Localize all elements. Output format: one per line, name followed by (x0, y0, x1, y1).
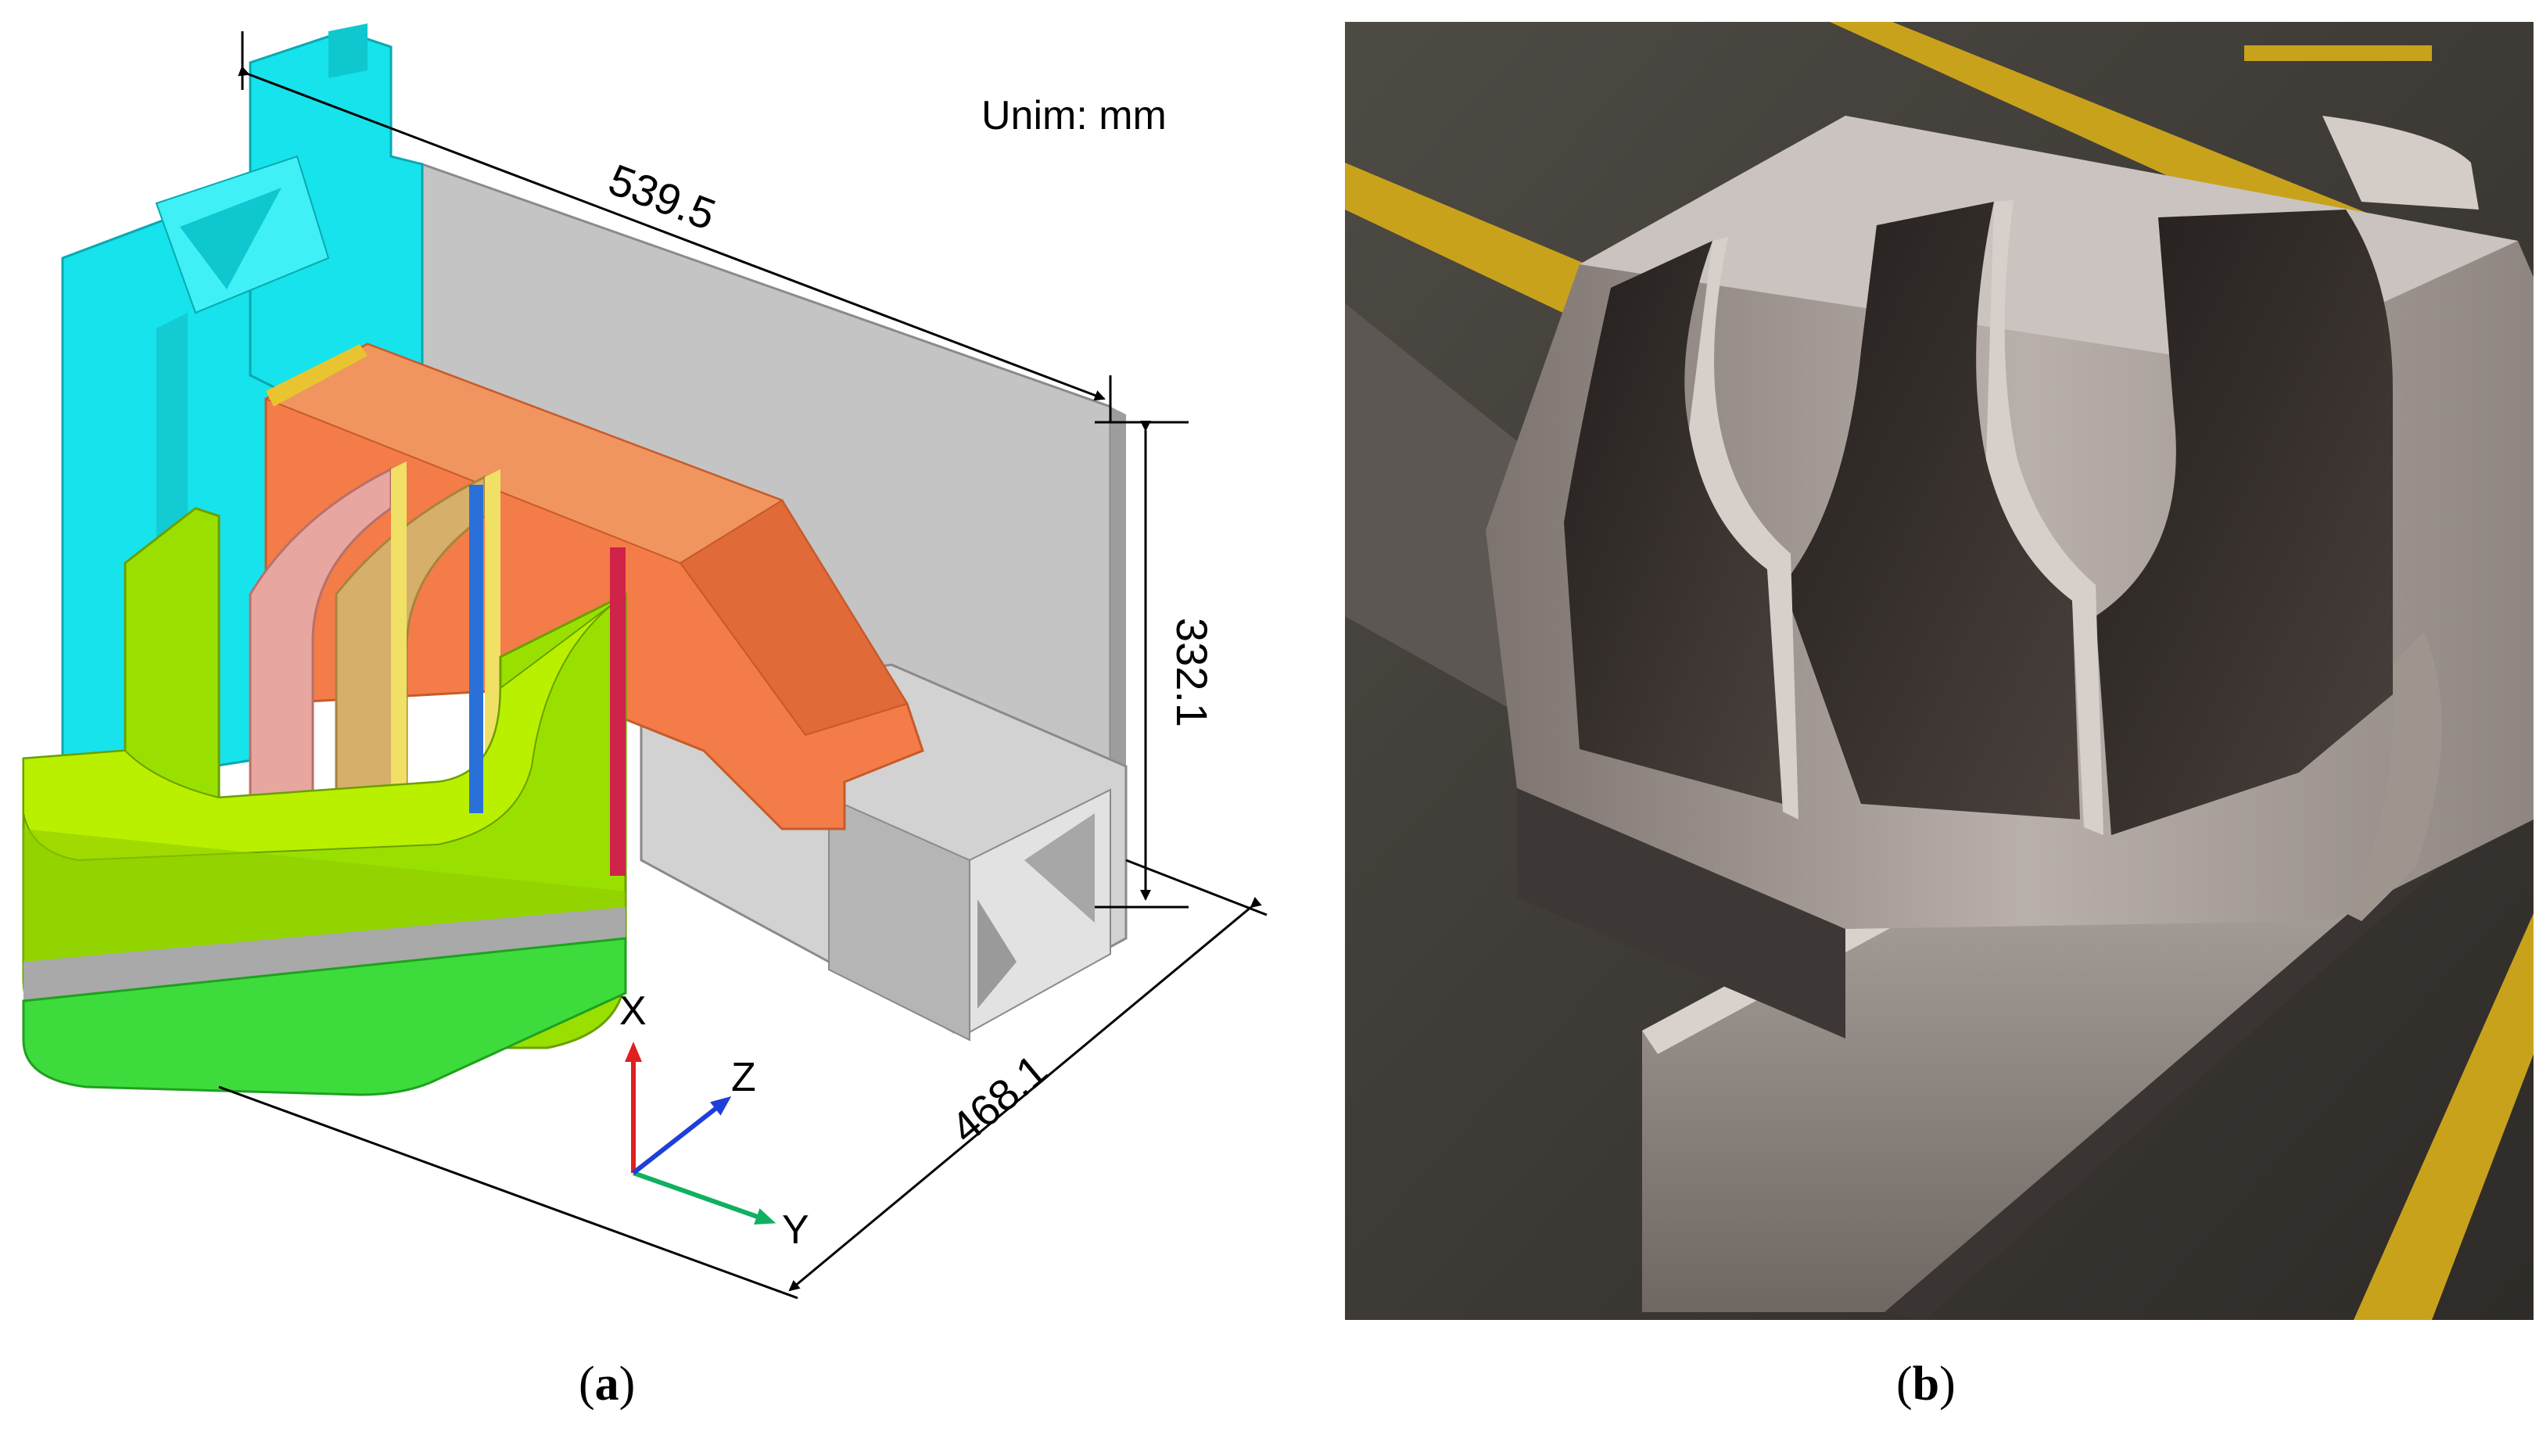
welded-part-photo (1345, 22, 2539, 1320)
cad-model-figure: 539.5 332.1 468.1 Unim: mm X Y Z (22, 23, 1268, 1300)
caption-a: (a) (579, 1357, 636, 1411)
z-axis-arrow (632, 1096, 732, 1175)
dimension-height: 332.1 (1095, 421, 1217, 909)
y-axis-label: Y (782, 1207, 809, 1253)
caption-b: (b) (1896, 1357, 1956, 1411)
cad-model-panel: 539.5 332.1 468.1 Unim: mm X Y Z (0, 0, 1282, 1329)
dimension-width-label: 468.1 (941, 1045, 1057, 1153)
x-axis-label: X (619, 988, 647, 1034)
inner-guides (249, 461, 500, 862)
dimension-height-label: 332.1 (1167, 618, 1217, 727)
photo-panel (1345, 22, 2539, 1320)
welded-profile (1486, 116, 2539, 929)
green-holder (22, 485, 627, 1096)
z-axis-label: Z (731, 1055, 756, 1100)
coordinate-axes: X Y Z (619, 988, 809, 1253)
dimension-length-label: 539.5 (602, 154, 722, 239)
y-axis-arrow (633, 1171, 776, 1225)
unit-label: Unim: mm (981, 93, 1167, 138)
